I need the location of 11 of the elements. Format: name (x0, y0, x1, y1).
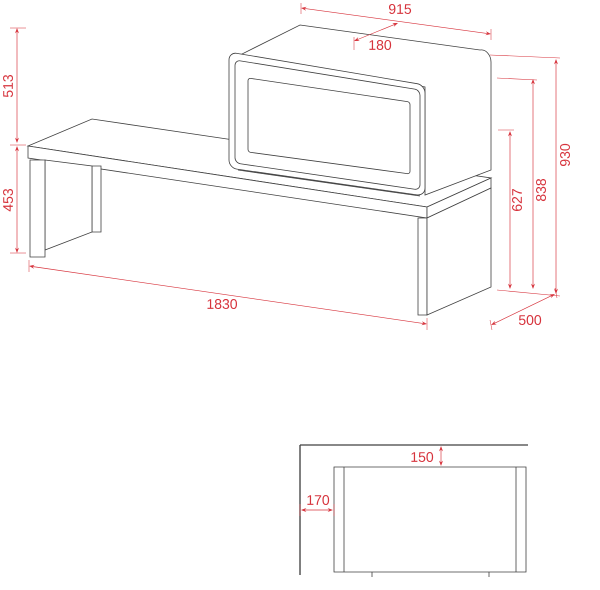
dimension-label: 453 (3, 188, 13, 212)
dimension-label: 627 (512, 189, 522, 211)
dimension-label: 513 (3, 74, 13, 98)
dimension-label: 1830 (208, 299, 238, 309)
dimension-label: 170 (307, 495, 330, 505)
dimension-label: 915 (388, 4, 412, 14)
dimension-label: 500 (518, 315, 542, 325)
dimension-label: 180 (369, 40, 392, 50)
dimension-label: 930 (560, 144, 570, 166)
dimension-label: 838 (536, 178, 546, 202)
dimension-label: 150 (411, 452, 434, 462)
